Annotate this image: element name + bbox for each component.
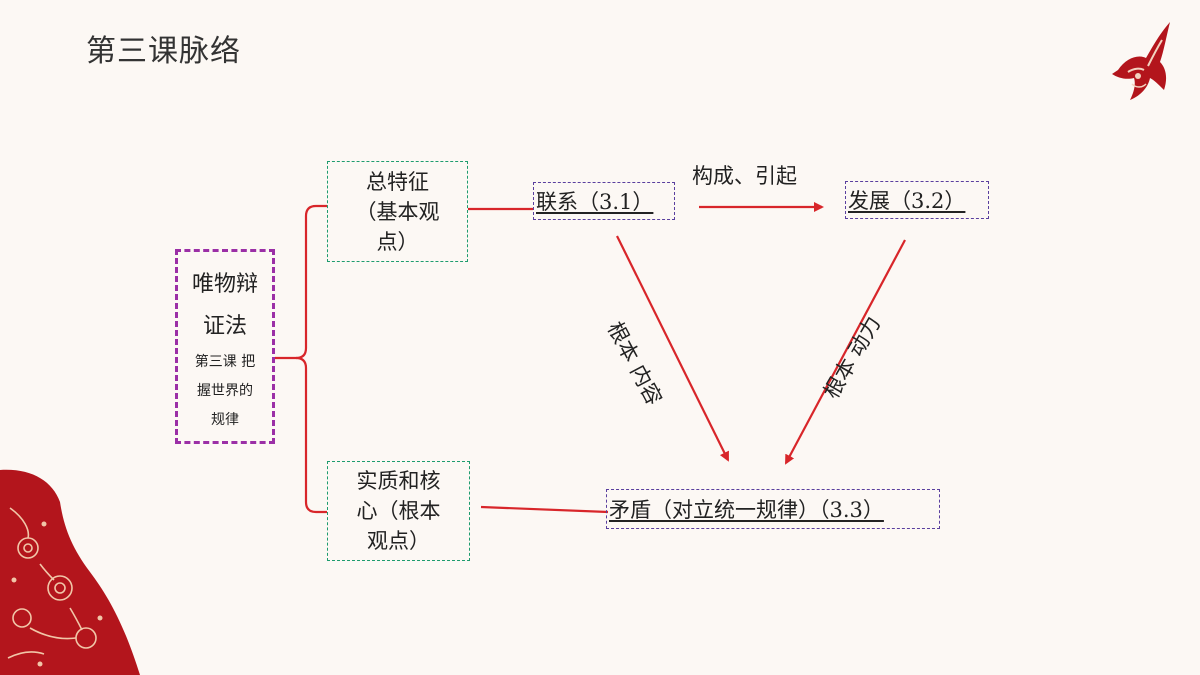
arrow-lianxi-to-maodun: [616, 235, 729, 462]
lianxi-box[interactable]: 联系（3.1）: [533, 182, 675, 220]
floral-papercut-corner-icon: [0, 469, 140, 675]
page-title: 第三课脉络: [86, 34, 241, 69]
dialectics-title-line1: 唯物辩: [191, 272, 258, 297]
swallow-papercut-icon: [1112, 22, 1170, 100]
fazhan-box[interactable]: 发展（3.2）: [845, 181, 989, 219]
bracket-connector: [275, 204, 327, 360]
dialectics-subtitle: 第三课 把 握世界的 规律: [194, 354, 256, 428]
general-feature-box: 总特征 （基本观 点）: [327, 161, 468, 262]
essence-core-box: 实质和核 心（根本 观点）: [327, 461, 470, 561]
arrow-fazhan-to-maodun: [785, 239, 906, 465]
label-constitute-cause: 构成、引起: [692, 164, 797, 188]
dialectics-title-line2: 证法: [202, 314, 247, 339]
maodun-box[interactable]: 矛盾（对立统一规律）（3.3）: [606, 489, 940, 529]
line-bottom-to-maodun: [480, 505, 609, 514]
dialectics-box: 唯物辩 证法 第三课 把 握世界的 规律: [175, 249, 275, 444]
